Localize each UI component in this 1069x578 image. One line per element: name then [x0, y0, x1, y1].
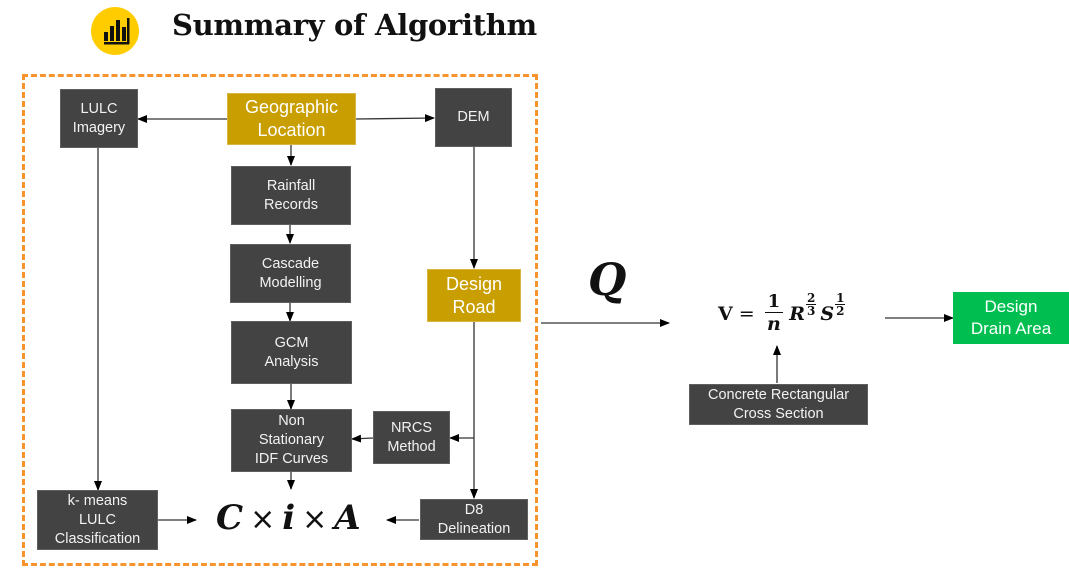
fraction-denominator: n	[767, 313, 781, 335]
node-lulc-imagery: LULC Imagery	[60, 89, 138, 148]
node-dem: DEM	[435, 88, 512, 147]
node-d8-delineation: D8 Delineation	[420, 499, 528, 540]
velocity-symbol: V	[718, 302, 733, 325]
times-sign: ×	[250, 502, 277, 537]
rainfall-intensity: i	[282, 498, 297, 538]
node-kmeans-lulc-classification: k- means LULC Classification	[37, 490, 158, 550]
node-non-stationary-idf-curves: Non Stationary IDF Curves	[231, 409, 352, 472]
slope-exponent: 1 2	[835, 291, 846, 318]
node-design-road: Design Road	[427, 269, 521, 322]
node-concrete-rectangular-cross-section: Concrete Rectangular Cross Section	[689, 384, 868, 425]
exponent-denominator: 3	[807, 304, 816, 318]
discharge-label: Q	[588, 255, 627, 306]
node-cascade-modelling: Cascade Modelling	[230, 244, 351, 303]
bar-chart-icon	[91, 7, 139, 55]
exponent-numerator: 1	[835, 291, 846, 305]
catchment-area: A	[334, 498, 362, 538]
radius-exponent: 2 3	[806, 291, 817, 318]
rational-formula: C×i×A	[216, 498, 362, 538]
node-gcm-analysis: GCM Analysis	[231, 321, 352, 384]
page-title: Summary of Algorithm	[172, 8, 537, 42]
algorithm-frame	[22, 74, 538, 566]
runoff-coefficient: C	[216, 498, 245, 538]
exponent-denominator: 2	[836, 304, 845, 318]
node-design-drain-area: Design Drain Area	[953, 292, 1069, 344]
arrow-nrcs-to-idf	[351, 434, 374, 443]
equals-sign: =	[738, 302, 755, 325]
slope-symbol: S	[820, 302, 835, 325]
node-rainfall-records: Rainfall Records	[231, 166, 351, 225]
exponent-numerator: 2	[806, 291, 817, 305]
times-sign: ×	[302, 502, 329, 537]
manning-equation: V = 1 n R 2 3 S 1 2	[718, 291, 846, 335]
fraction-numerator: 1	[764, 292, 784, 313]
roughness-fraction: 1 n	[764, 292, 784, 335]
arrow-geo-to-dem	[355, 114, 435, 123]
node-nrcs-method: NRCS Method	[373, 411, 450, 464]
hydraulic-radius: R	[789, 302, 805, 325]
node-geographic-location: Geographic Location	[227, 93, 356, 145]
